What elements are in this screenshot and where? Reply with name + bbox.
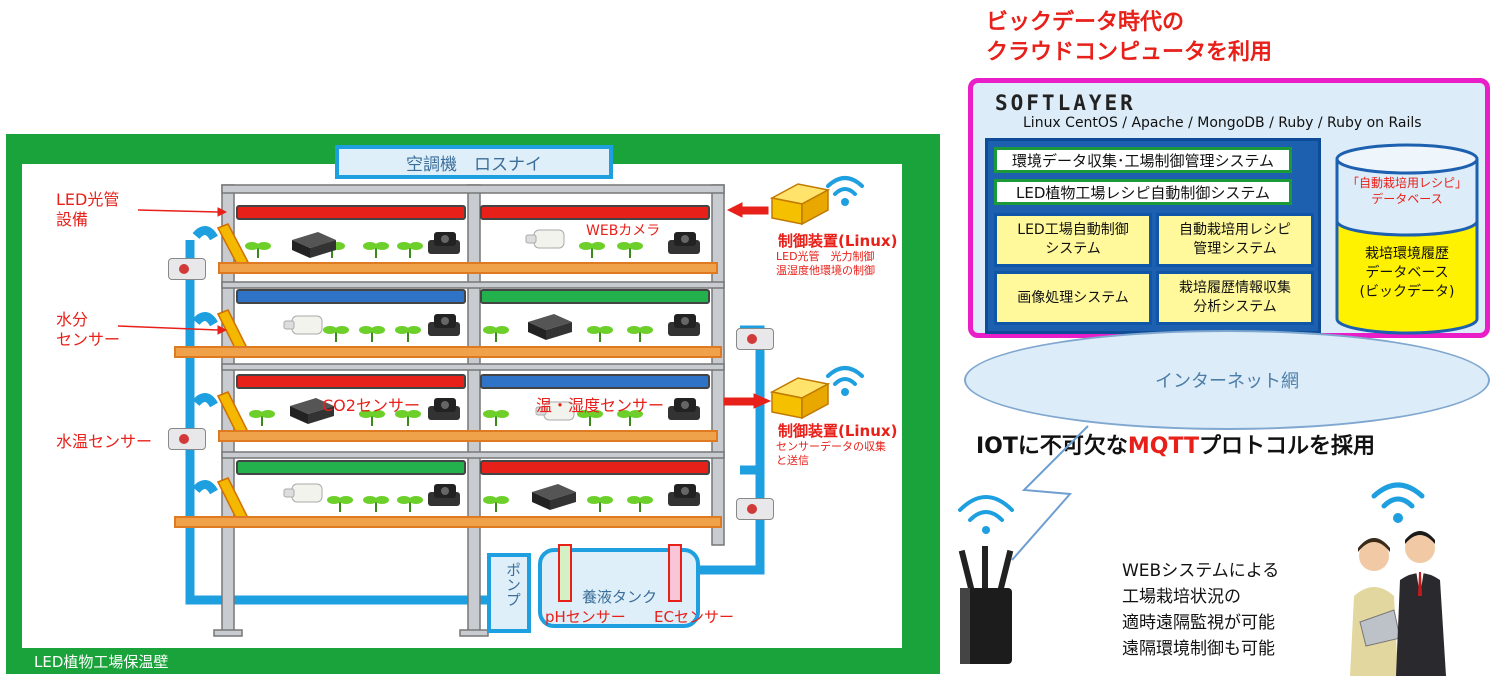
shelf-3 [218, 430, 718, 442]
led-tube-3a [236, 374, 466, 389]
web-system-note: WEBシステムによる 工場栽培状況の 適時遠隔監視が可能 遠隔環境制御も可能 [1122, 561, 1280, 659]
wall-label: LED植物工場保温壁 [34, 653, 169, 671]
db-history-label: 栽培環境履歴 データベース (ビックデータ) [1359, 246, 1455, 300]
db-recipe-label: 「自動栽培用レシピ」 データベース [1346, 176, 1467, 206]
tech-stack: Linux CentOS / Apache / MongoDB / Ruby /… [1023, 115, 1422, 131]
water-temp-sensor-2 [168, 428, 206, 450]
label-ec-sensor: ECセンサー [654, 608, 734, 626]
internet-label: インターネット網 [1155, 371, 1299, 392]
shelf-4 [174, 516, 722, 528]
water-temp-sensor-3 [736, 328, 774, 350]
wifi-icon [826, 366, 864, 396]
wifi-icon [826, 176, 864, 206]
protocol-suffix: プロトコルを採用 [1199, 434, 1376, 459]
led-tube-2b [480, 289, 710, 304]
led-tube-1a [236, 205, 466, 220]
ph-probe [558, 544, 572, 602]
module-recipe-mgmt: 自動栽培用レシピ 管理システム [1156, 213, 1314, 267]
wifi-icon [1371, 482, 1425, 523]
label-moisture-sensor: 水分 センサー [56, 310, 121, 349]
label-water-temp-sensor: 水温センサー [56, 432, 153, 451]
aircon-box: 空調機 ロスナイ [335, 145, 613, 179]
shelf-1 [218, 262, 718, 274]
led-tube-2a [236, 289, 466, 304]
controller-top-box [769, 183, 831, 226]
database-cylinder [1335, 143, 1479, 335]
protocol-mqtt: MQTT [1127, 434, 1200, 459]
led-tube-4a [236, 460, 466, 475]
tank-box [538, 548, 700, 628]
softlayer-logo: SOFTLAYER [995, 91, 1136, 115]
cloud-frame: SOFTLAYER Linux CentOS / Apache / MongoD… [968, 78, 1490, 338]
system-led-recipe: LED植物工場レシピ自動制御システム [994, 179, 1292, 205]
label-web-camera: WEBカメラ [586, 220, 661, 240]
protocol-line: IOTに不可欠なMQTTプロトコルを採用 [976, 428, 1375, 460]
shelf-2-contents [283, 314, 700, 343]
controller-top-title: 制御装置(Linux) [778, 232, 898, 250]
cloud-heading: ビックデータ時代の クラウドコンピュータを利用 [986, 10, 1273, 65]
plants-and-devices [244, 229, 700, 513]
moisture-probes [216, 223, 250, 523]
label-pump: ポンプ [504, 562, 522, 607]
led-tube-1b [480, 205, 710, 220]
systems-panel: 環境データ収集･工場制御管理システム LED植物工場レシピ自動制御システム LE… [985, 138, 1321, 334]
water-temp-sensor-1 [168, 258, 206, 280]
controller-bottom-title: 制御装置(Linux) [778, 422, 898, 440]
label-ph-sensor: pHセンサー [545, 608, 626, 626]
pump-box [487, 553, 531, 633]
protocol-prefix: IOTに不可欠な [976, 434, 1128, 459]
module-led-control: LED工場自動制御 システム [994, 213, 1152, 267]
router-icon [958, 495, 1014, 664]
label-led-tube: LED光管 設備 [56, 190, 120, 229]
label-nutrient-tank: 養液タンク [582, 588, 658, 606]
arrows [117, 202, 772, 409]
controller-top-desc: LED光管 光力制御 温湿度他環境の制御 [776, 250, 875, 277]
label-temp-humidity-sensor: 温・湿度センサー [536, 396, 665, 415]
shelf-2 [174, 346, 722, 358]
led-tube-4b [480, 460, 710, 475]
shelf-4-contents [283, 483, 700, 513]
ec-probe [668, 544, 682, 602]
internet-cloud: インターネット網 [964, 330, 1490, 430]
module-history-analysis: 栽培履歴情報収集 分析システム [1156, 271, 1314, 325]
led-tube-3b [480, 374, 710, 389]
aircon-label: 空調機 ロスナイ [406, 154, 542, 175]
system-env-data: 環境データ収集･工場制御管理システム [994, 147, 1292, 173]
label-co2-sensor: CO2センサー [322, 396, 420, 415]
controller-bottom-desc: センサーデータの収集 と送信 [776, 440, 886, 467]
controller-bottom-box [769, 377, 831, 420]
water-temp-sensor-4 [736, 498, 774, 520]
module-image-processing: 画像処理システム [994, 271, 1152, 325]
network-link [1011, 425, 1089, 561]
people-icon [1350, 531, 1446, 676]
